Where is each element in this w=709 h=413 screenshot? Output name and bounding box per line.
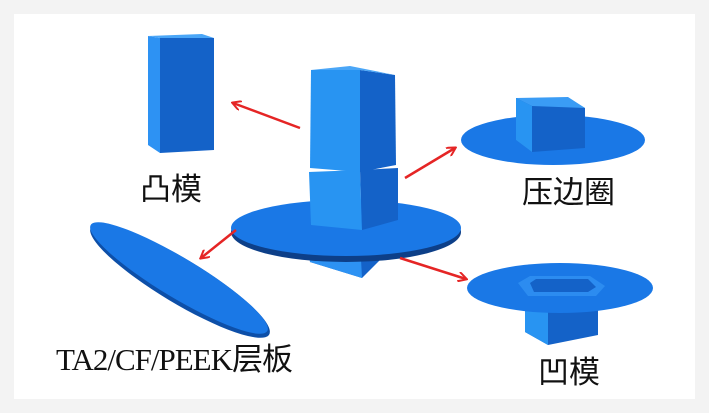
label-punch: 凸模 <box>140 172 202 207</box>
label-blank-holder: 压边圈 <box>522 175 615 210</box>
arrow-to-laminate <box>201 229 237 258</box>
arrow-to-punch <box>233 103 301 130</box>
assembled-tooling <box>231 66 461 278</box>
arrow-to-blank-holder <box>404 148 455 180</box>
blank-holder-part <box>461 97 645 165</box>
label-laminate: TA2/CF/PEEK层板 <box>56 342 293 377</box>
laminate-plate <box>90 222 270 338</box>
arrow-to-die <box>399 256 466 279</box>
die-part <box>467 263 653 345</box>
punch-part <box>148 34 214 153</box>
label-die: 凹模 <box>538 355 600 390</box>
